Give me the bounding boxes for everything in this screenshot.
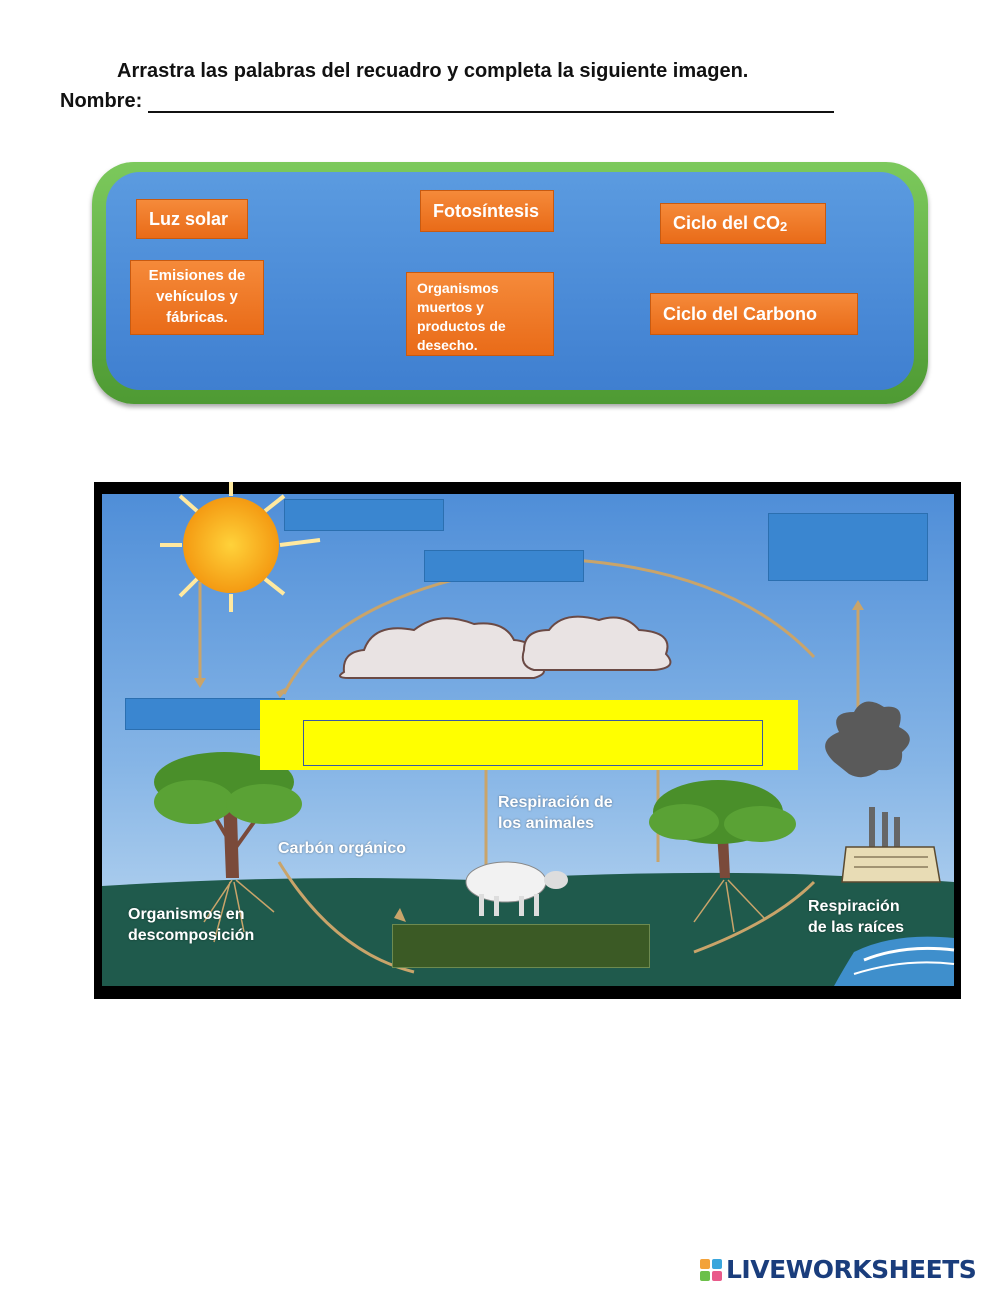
name-label: Nombre: [60,90,143,112]
sun-icon [160,482,321,612]
carbon-cycle-diagram: Respiración de los animales Carbón orgán… [94,482,961,999]
label-organismos-descomposicion: Organismos en descomposición [128,906,255,944]
tree-left-icon [154,752,302,943]
name-input-line[interactable] [148,91,835,113]
tree-right-icon [649,780,796,933]
drop-zone-1[interactable] [284,499,444,531]
sheep-icon [465,861,568,916]
cloud-icon [339,615,672,679]
drop-zone-5[interactable] [303,720,763,766]
drop-zone-4[interactable] [125,698,285,730]
label-respiracion-animales: Respiración de los animales [498,794,613,832]
label-carbon-organico: Carbón orgánico [278,840,407,857]
label-respiracion-raices: Respiración de las raíces [808,898,905,936]
drop-zone-2[interactable] [424,550,584,582]
chip-fotosintesis[interactable]: Fotosíntesis [420,190,554,232]
chip-ciclo-co2-text: Ciclo del CO [673,213,781,233]
drop-zone-3[interactable] [768,513,928,581]
chip-ciclo-co2-subscript: 2 [780,218,788,234]
chip-luz-solar[interactable]: Luz solar [136,199,248,239]
drop-zone-6[interactable] [392,924,650,968]
liveworksheets-brand: LIVEWORKSHEETS [700,1255,977,1284]
name-field-row: Nombre: [60,90,835,113]
brand-text: LIVEWORKSHEETS [726,1255,977,1284]
factory-icon [825,701,941,883]
liveworksheets-logo-icon [700,1258,722,1281]
chip-organismos[interactable]: Organismos muertos y productos de desech… [406,272,554,356]
chip-emisiones[interactable]: Emisiones de vehículos y fábricas. [130,260,264,335]
instructions-text: Arrastra las palabras del recuadro y com… [117,60,749,82]
chip-ciclo-carbono[interactable]: Ciclo del Carbono [650,293,858,335]
